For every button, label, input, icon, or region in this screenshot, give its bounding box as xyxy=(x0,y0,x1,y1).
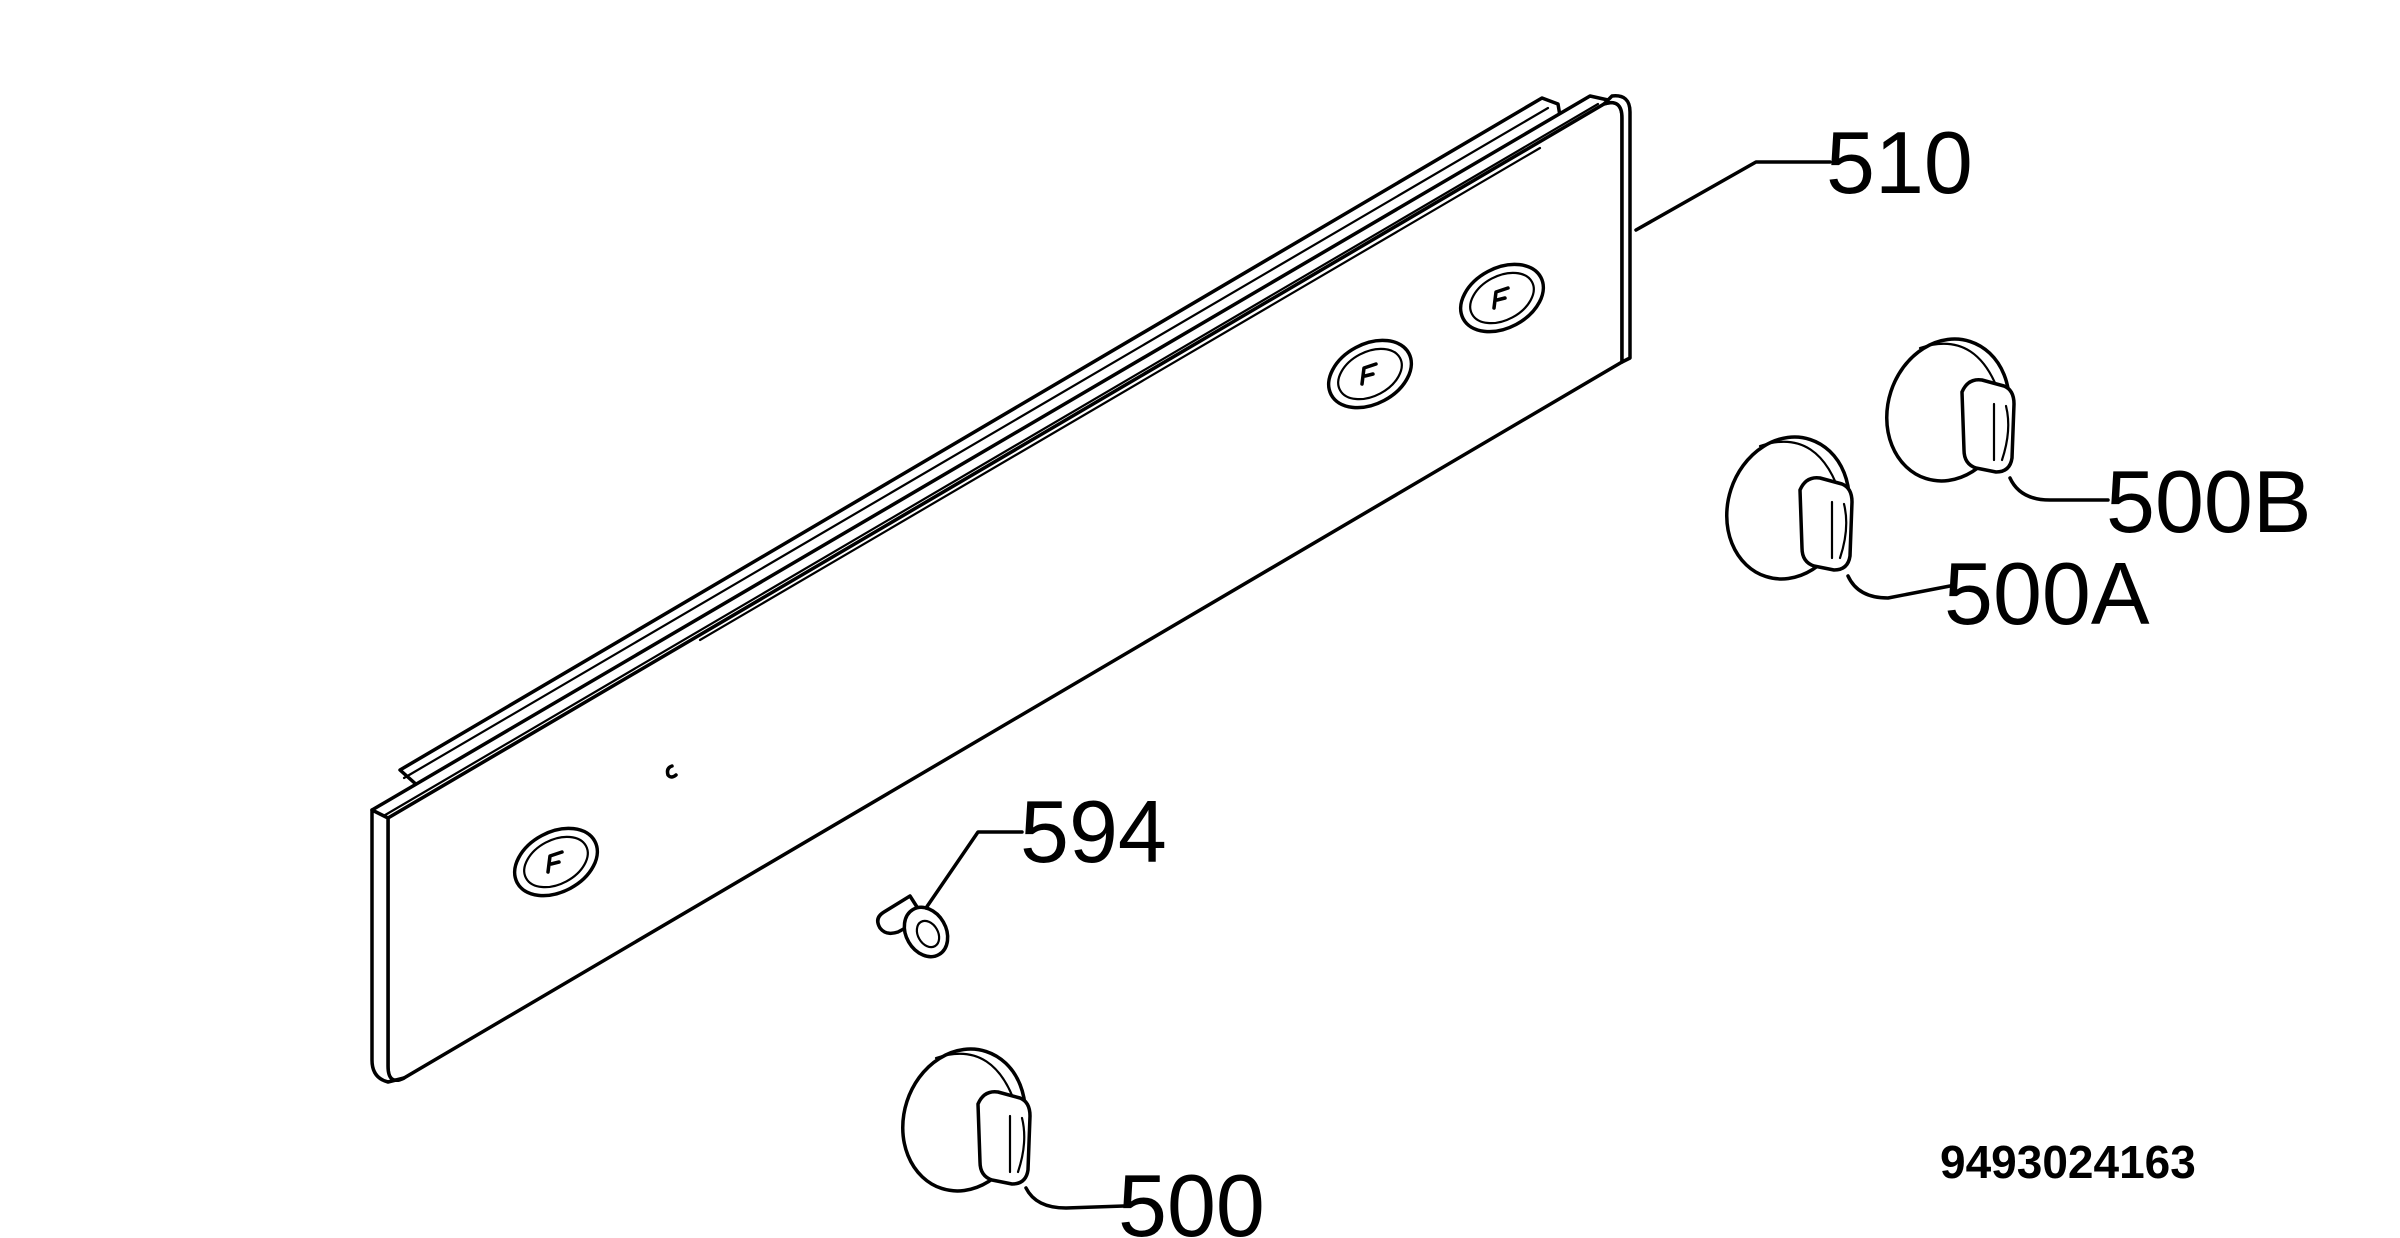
leader-500a xyxy=(1846,574,1952,600)
control-panel xyxy=(370,94,1832,1084)
knob-500a xyxy=(1725,435,1952,600)
leader-594 xyxy=(924,830,1024,910)
panel-boss-left xyxy=(512,826,600,898)
screw-594 xyxy=(876,830,1024,959)
label-510: 510 xyxy=(1826,113,1973,212)
knob-500b xyxy=(1885,337,2110,502)
knob-500 xyxy=(901,1047,1126,1210)
drawing-reference-number: 9493024163 xyxy=(1940,1136,2196,1188)
label-500: 500 xyxy=(1118,1156,1265,1238)
panel-boss-middle xyxy=(1326,338,1414,410)
leader-500b xyxy=(2008,476,2110,502)
label-500a: 500A xyxy=(1944,544,2150,643)
indicator-hole xyxy=(665,764,678,779)
label-594: 594 xyxy=(1020,782,1167,881)
label-500b: 500B xyxy=(2106,452,2312,551)
leader-510 xyxy=(1634,160,1832,232)
leader-500 xyxy=(1024,1186,1126,1210)
panel-boss-right xyxy=(1458,262,1546,334)
